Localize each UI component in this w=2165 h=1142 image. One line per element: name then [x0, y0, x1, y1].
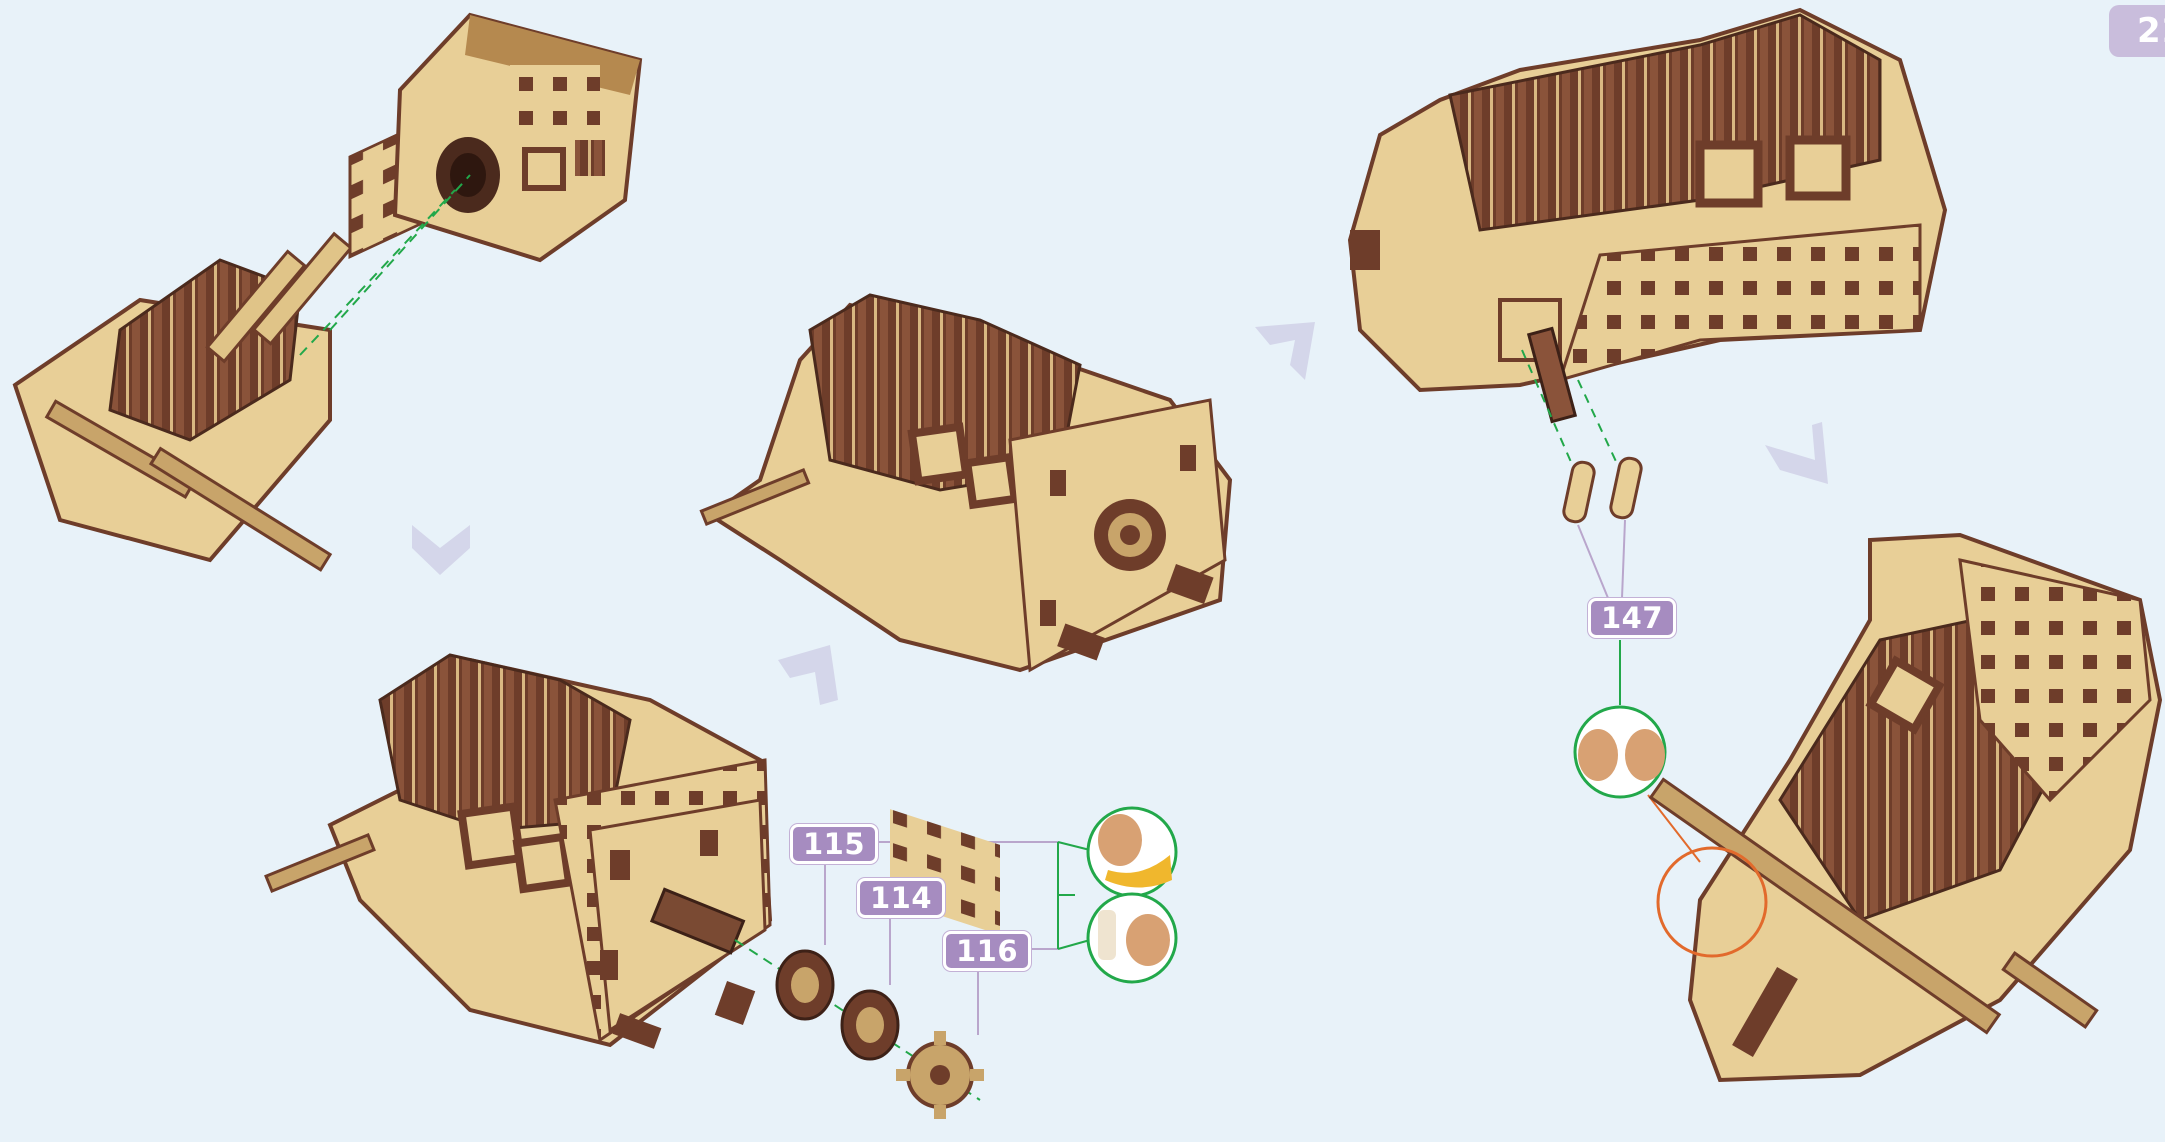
step-arrow-up-icon — [778, 645, 838, 705]
step-arrow-down-icon — [412, 525, 470, 575]
part-label-115: 115 — [790, 824, 878, 864]
page-number: 21 — [2109, 5, 2165, 57]
step1-assembly — [15, 15, 640, 570]
step2-assembly — [266, 655, 1176, 1119]
part-label-116: 116 — [943, 931, 1031, 971]
part-label-147: 147 — [1588, 598, 1676, 638]
part-label-114: 114 — [857, 878, 945, 918]
step5-assembly — [1651, 535, 2160, 1080]
step-arrow-down-right-icon — [1765, 422, 1828, 484]
step-arrow-right-icon — [1255, 322, 1315, 380]
